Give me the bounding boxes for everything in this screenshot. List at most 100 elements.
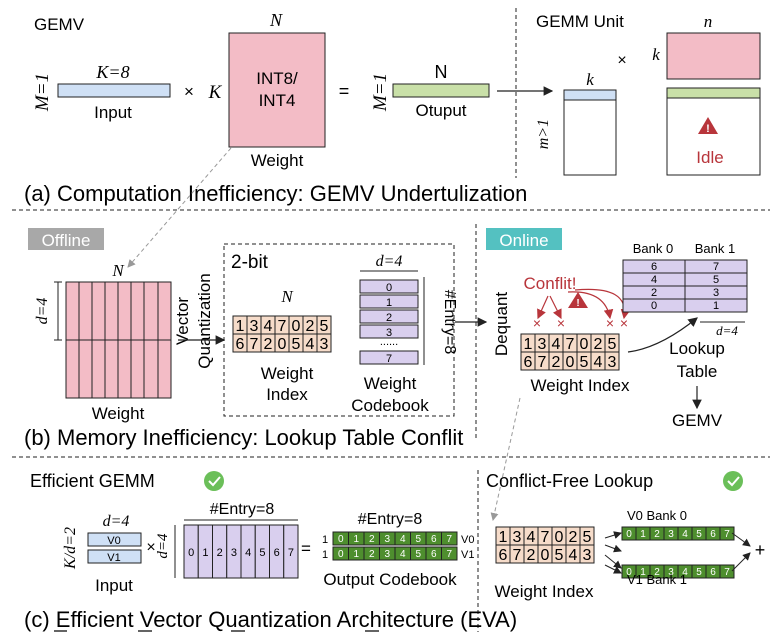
lookup-label-1: Lookup — [669, 339, 725, 358]
index-digit: 4 — [306, 336, 315, 353]
section-a: GEMV M=1 K=8 Input × K N INT8/ INT4 Weig… — [24, 8, 761, 206]
codebook-entry-label: 2 — [386, 312, 392, 324]
out-v1-label: V1 — [461, 549, 474, 561]
cb-d-label: d=4 — [376, 253, 403, 270]
caption-c: (c) Efficient Vector Quantization Archit… — [24, 607, 517, 632]
index-digit: 3 — [320, 336, 329, 353]
input-label: Input — [94, 103, 132, 122]
out-v1-label: 7 — [446, 549, 452, 560]
b-n-label: N — [111, 261, 125, 280]
offline-tag-label: Offline — [42, 231, 91, 250]
index-digit: 3 — [513, 529, 522, 546]
codebook-entry-label: 0 — [386, 282, 392, 294]
section-c: Efficient GEMM d=4 K/d=2 V0 V1 × Input #… — [24, 397, 765, 632]
cf-index-label: Weight Index — [495, 582, 594, 601]
b-gemv-label: GEMV — [672, 411, 723, 430]
weight-link-arrow — [127, 147, 232, 268]
input-v0-label: V0 — [107, 535, 120, 547]
gemm-k: k — [652, 45, 660, 64]
k-label: K — [208, 82, 223, 103]
gemm-n: n — [704, 12, 713, 31]
index-digit: 0 — [580, 336, 589, 353]
index-digit: 5 — [580, 354, 589, 371]
index-digit: 2 — [306, 318, 315, 335]
lut-cell-label: 6 — [651, 261, 657, 273]
cf-bank0-label: 2 — [654, 529, 660, 540]
codebook-entry — [359, 350, 419, 365]
lut-cell-label: 4 — [651, 274, 657, 286]
index-digit: 5 — [608, 336, 617, 353]
gemm-weight — [666, 32, 761, 80]
codebook-entry-label: 1 — [386, 297, 392, 309]
index-digit: 3 — [538, 336, 547, 353]
two-bit-label: 2-bit — [231, 252, 269, 273]
index-digit: 2 — [594, 336, 603, 353]
cf-bank1-label: 2 — [654, 567, 660, 578]
index-digit: 1 — [524, 336, 533, 353]
k-eq-label: K=8 — [95, 62, 129, 82]
index-digit: 3 — [250, 318, 259, 335]
c-input-label: Input — [95, 576, 133, 595]
index-digit: 1 — [236, 318, 245, 335]
input-v1 — [87, 549, 142, 564]
b-entry-label: #Entry=8 — [441, 290, 458, 355]
warning-icon: ! — [698, 117, 718, 135]
cf-bank0-label: 3 — [668, 529, 674, 540]
cf-bank0-label: 7 — [724, 529, 730, 540]
index-link-arrow — [490, 397, 521, 521]
svg-text:!: ! — [706, 123, 710, 135]
gemm-output-row — [666, 87, 761, 99]
codebook-entry — [359, 279, 419, 294]
weight-index-label-1: Weight — [261, 364, 314, 383]
index-digit: 0 — [566, 354, 575, 371]
out-v1-cell — [441, 546, 458, 561]
m-label: M=1 — [32, 73, 53, 112]
m-label-2: M=1 — [370, 73, 391, 112]
idle-label: Idle — [696, 148, 723, 167]
codebook-col-label: 0 — [188, 547, 194, 559]
c-d4-vert: d=4 — [155, 533, 171, 559]
out-v0-label: 2 — [369, 534, 375, 545]
cf-title: Conflict-Free Lookup — [486, 471, 653, 491]
dequant-label: Dequant — [492, 292, 511, 357]
out-v0-label: 6 — [431, 534, 437, 545]
index-digit: 5 — [583, 529, 592, 546]
index-digit: 3 — [608, 354, 617, 371]
index-digit: 4 — [527, 529, 536, 546]
index-digit: 2 — [552, 354, 561, 371]
gemm-input-row — [563, 89, 617, 101]
weight-text-2: INT4 — [259, 91, 296, 110]
bank0-header: Bank 0 — [633, 241, 673, 256]
codebook-label-1: Weight — [364, 374, 417, 393]
conflict-cross-3: × — [606, 315, 614, 331]
index-digit: 7 — [250, 336, 259, 353]
gemv-title: GEMV — [34, 15, 85, 34]
index-digit: 5 — [555, 547, 564, 564]
index-digit: 1 — [499, 529, 508, 546]
input-bar — [57, 83, 171, 98]
conflict-cross-4: × — [620, 315, 628, 331]
cf-bank1-label: 3 — [668, 567, 674, 578]
index-digit: 0 — [278, 336, 287, 353]
index-digit: 6 — [524, 354, 533, 371]
cf-bank0-cell — [719, 526, 735, 541]
lut-cell-label: 0 — [651, 300, 657, 312]
gemm-title: GEMM Unit — [536, 12, 624, 31]
c-entry-label: #Entry=8 — [210, 501, 275, 518]
out-v1-label: 4 — [400, 549, 406, 560]
output-codebook-label: Output Codebook — [323, 570, 457, 589]
b-d-label: d=4 — [34, 298, 51, 325]
index-digit: 4 — [552, 336, 561, 353]
vq-box — [223, 243, 455, 417]
shield-check-icon — [204, 471, 224, 491]
index-digit: 6 — [236, 336, 245, 353]
index-digit: 7 — [513, 547, 522, 564]
c-times: × — [146, 539, 155, 556]
output-bar — [392, 83, 490, 98]
index-cell — [316, 333, 332, 353]
